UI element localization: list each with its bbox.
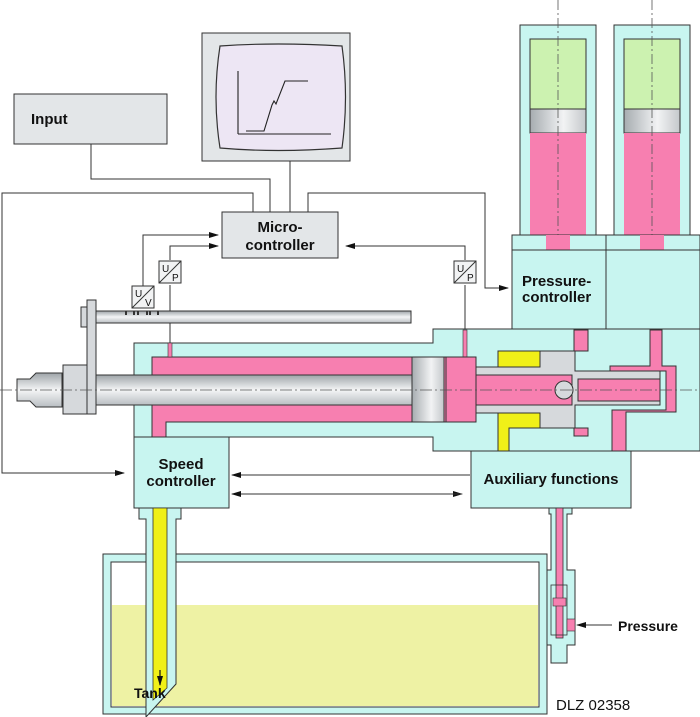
monitor-graph <box>237 71 331 135</box>
transducer-up-right: U P <box>453 260 477 284</box>
auxiliary-functions-box: Auxiliary functions <box>470 450 632 509</box>
monitor <box>201 32 351 162</box>
pressure-controller-box: Pressure- controller <box>511 234 700 331</box>
tank <box>102 553 548 715</box>
input-label: Input <box>31 111 68 128</box>
transducer-uv: U V <box>131 285 155 309</box>
pressure-controller-label-1: Pressure- <box>522 273 591 290</box>
transducer-up-left: U P <box>158 260 182 284</box>
auxiliary-functions-label: Auxiliary functions <box>483 471 618 488</box>
svg-text:V: V <box>145 298 152 309</box>
pressure-label: Pressure <box>618 618 678 634</box>
svg-text:P: P <box>172 273 179 284</box>
valve-assembly <box>0 329 700 452</box>
svg-text:U: U <box>162 264 169 275</box>
microcontroller-box: Micro- controller <box>221 211 339 259</box>
svg-text:U: U <box>457 264 464 275</box>
position-sensor-rod <box>94 310 412 324</box>
input-box: Input <box>13 93 168 145</box>
svg-text:P: P <box>467 273 474 284</box>
speed-controller-label-1: Speed <box>158 456 203 473</box>
accumulator-left <box>519 0 597 270</box>
microcontroller-label-1: Micro- <box>258 219 303 236</box>
svg-text:U: U <box>135 289 142 300</box>
signal-lines <box>1 144 612 628</box>
pressure-port: Pressure <box>546 507 678 664</box>
tank-label: Tank <box>134 685 166 701</box>
tank-return-pipe: Tank <box>134 507 182 717</box>
speed-controller-label-2: controller <box>146 473 215 490</box>
figure-code: DLZ 02358 <box>556 697 630 714</box>
accumulator-right <box>613 0 691 270</box>
tank-fluid <box>112 605 538 706</box>
pressure-controller-label-2: controller <box>522 289 591 306</box>
microcontroller-label-2: controller <box>245 237 314 254</box>
monitor-screen <box>215 43 347 152</box>
speed-controller-box: Speed controller <box>133 436 230 509</box>
